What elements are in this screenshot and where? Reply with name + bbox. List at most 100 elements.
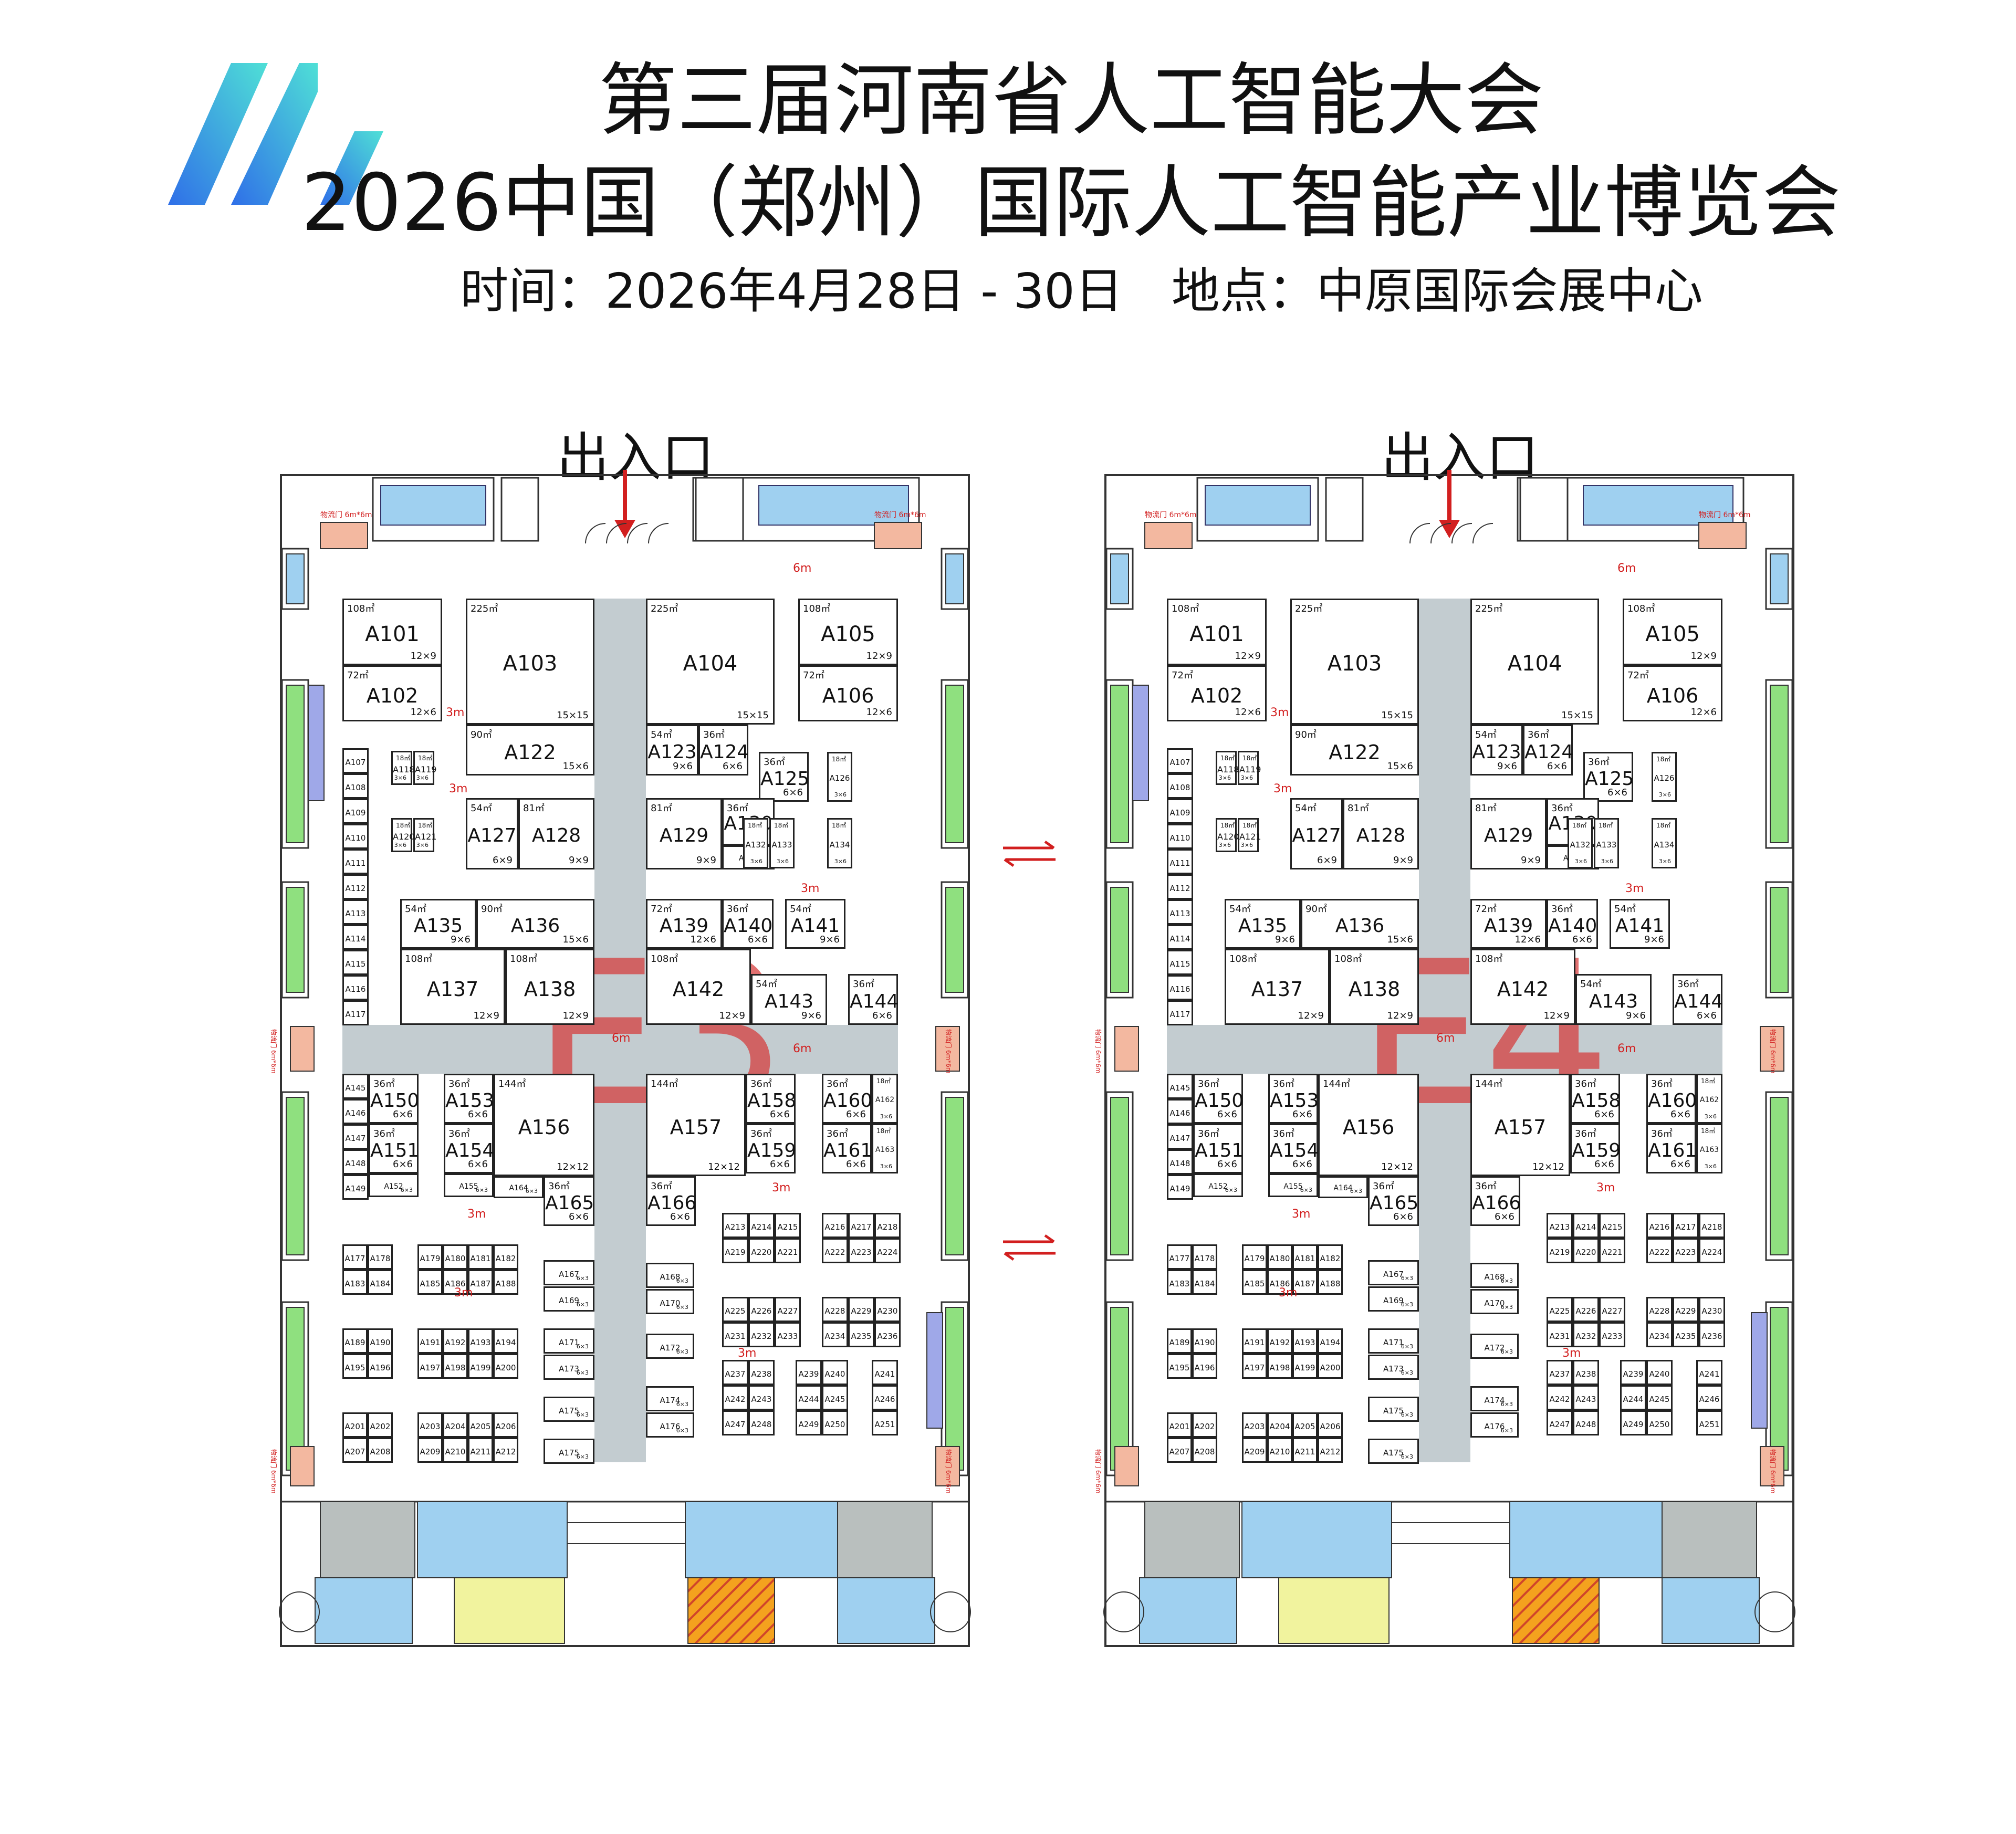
booth-a210[interactable]: A210 <box>443 1438 468 1463</box>
booth-a199[interactable]: A199 <box>1292 1354 1318 1379</box>
booth-a208[interactable]: A208 <box>1192 1438 1217 1463</box>
booth-a115[interactable]: A115 <box>342 950 369 975</box>
booth-a194[interactable]: A194 <box>493 1328 518 1354</box>
booth-a230[interactable]: A230 <box>874 1297 901 1322</box>
booth-a210[interactable]: A210 <box>1267 1438 1292 1463</box>
booth-a205[interactable]: A205 <box>1292 1412 1318 1438</box>
booth-a201[interactable]: A201 <box>342 1412 368 1438</box>
booth-a243[interactable]: A243 <box>748 1385 775 1410</box>
booth-a111[interactable]: A111 <box>1167 849 1193 874</box>
booth-a240[interactable]: A240 <box>822 1360 848 1385</box>
booth-a220[interactable]: A220 <box>748 1238 775 1263</box>
booth-a185[interactable]: A185 <box>417 1270 443 1295</box>
booth-a148[interactable]: A148 <box>342 1149 369 1175</box>
booth-a207[interactable]: A207 <box>342 1438 368 1463</box>
booth-a213[interactable]: A213 <box>1547 1213 1573 1238</box>
booth-a223[interactable]: A223 <box>848 1238 874 1263</box>
booth-a146[interactable]: A146 <box>1167 1099 1193 1124</box>
booth-a212[interactable]: A212 <box>1318 1438 1343 1463</box>
booth-a180[interactable]: A180 <box>443 1244 468 1270</box>
booth-a235[interactable]: A235 <box>848 1322 874 1347</box>
booth-a182[interactable]: A182 <box>493 1244 518 1270</box>
booth-a228[interactable]: A228 <box>822 1297 848 1322</box>
booth-a114[interactable]: A114 <box>1167 925 1193 950</box>
booth-a250[interactable]: A250 <box>822 1410 848 1435</box>
booth-a229[interactable]: A229 <box>848 1297 874 1322</box>
booth-a217[interactable]: A217 <box>1673 1213 1699 1238</box>
booth-a110[interactable]: A110 <box>1167 824 1193 849</box>
booth-a197[interactable]: A197 <box>417 1354 443 1379</box>
booth-a224[interactable]: A224 <box>874 1238 901 1263</box>
booth-a245[interactable]: A245 <box>822 1385 848 1410</box>
booth-a184[interactable]: A184 <box>368 1270 393 1295</box>
booth-a202[interactable]: A202 <box>368 1412 393 1438</box>
booth-a201[interactable]: A201 <box>1167 1412 1192 1438</box>
booth-a234[interactable]: A234 <box>1646 1322 1673 1347</box>
booth-a241[interactable]: A241 <box>872 1360 898 1385</box>
booth-a204[interactable]: A204 <box>1267 1412 1292 1438</box>
booth-a145[interactable]: A145 <box>1167 1074 1193 1099</box>
booth-a197[interactable]: A197 <box>1242 1354 1267 1379</box>
booth-a247[interactable]: A247 <box>1547 1410 1573 1435</box>
booth-a206[interactable]: A206 <box>493 1412 518 1438</box>
booth-a221[interactable]: A221 <box>1599 1238 1625 1263</box>
booth-a238[interactable]: A238 <box>1573 1360 1599 1385</box>
booth-a148[interactable]: A148 <box>1167 1149 1193 1175</box>
booth-a225[interactable]: A225 <box>1547 1297 1573 1322</box>
booth-a212[interactable]: A212 <box>493 1438 518 1463</box>
booth-a149[interactable]: A149 <box>342 1175 369 1200</box>
booth-a203[interactable]: A203 <box>1242 1412 1267 1438</box>
booth-a115[interactable]: A115 <box>1167 950 1193 975</box>
booth-a110[interactable]: A110 <box>342 824 369 849</box>
booth-a149[interactable]: A149 <box>1167 1175 1193 1200</box>
booth-a193[interactable]: A193 <box>1292 1328 1318 1354</box>
booth-a232[interactable]: A232 <box>748 1322 775 1347</box>
booth-a200[interactable]: A200 <box>493 1354 518 1379</box>
booth-a232[interactable]: A232 <box>1573 1322 1599 1347</box>
booth-a211[interactable]: A211 <box>468 1438 493 1463</box>
booth-a249[interactable]: A249 <box>796 1410 822 1435</box>
booth-a187[interactable]: A187 <box>1292 1270 1318 1295</box>
booth-a215[interactable]: A215 <box>1599 1213 1625 1238</box>
